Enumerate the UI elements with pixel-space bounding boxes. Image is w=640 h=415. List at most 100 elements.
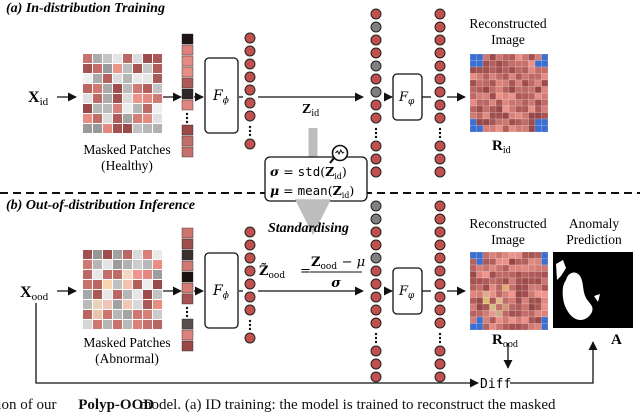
recon-pixel <box>482 258 490 266</box>
recon-pixel <box>541 290 549 298</box>
latent-node <box>434 358 446 370</box>
recon-pixel <box>508 251 516 259</box>
recon-pixel <box>476 316 484 324</box>
recon-pixel <box>515 264 523 272</box>
patch <box>83 84 92 93</box>
recon-pixel <box>469 92 477 100</box>
masked-patches-abnormal <box>83 250 162 329</box>
latent-node <box>370 47 382 59</box>
patch <box>153 74 162 83</box>
recon-pixel <box>476 92 484 100</box>
recon-pixel <box>489 125 497 133</box>
latent-node <box>244 239 256 251</box>
latent-node <box>434 86 446 98</box>
recon-pixel <box>482 323 490 331</box>
latent-node <box>244 226 256 238</box>
token <box>181 99 194 111</box>
latent-node <box>370 358 382 370</box>
patch <box>103 114 112 123</box>
recon-pixel <box>476 125 484 133</box>
ellipsis-dot <box>248 323 252 327</box>
z-tilde-ood: Z̃ood <box>259 263 285 281</box>
recon-pixel <box>508 264 516 272</box>
latent-node <box>434 153 446 165</box>
patch <box>123 270 132 279</box>
encoder-label-bottom: Fϕ <box>212 283 229 301</box>
recon-pixel <box>495 271 503 279</box>
recon-pixel <box>489 53 497 61</box>
ellipsis-dot <box>185 314 189 318</box>
recon-pixel <box>534 53 542 61</box>
latent-node <box>434 166 446 178</box>
recon-pixel <box>528 125 536 133</box>
token <box>181 249 194 261</box>
recon-pixel <box>528 99 536 107</box>
token <box>181 238 194 250</box>
ellipsis-dot <box>374 336 378 340</box>
recon-pixel <box>521 53 529 61</box>
recon-pixel <box>482 73 490 81</box>
patch <box>133 114 142 123</box>
recon-pixel <box>502 92 510 100</box>
latent-node <box>370 265 382 277</box>
patch <box>133 84 142 93</box>
patch <box>103 124 112 133</box>
recon-pixel <box>541 118 549 126</box>
recon-pixel <box>476 112 484 120</box>
recon-pixel <box>482 271 490 279</box>
recon-pixel <box>534 303 542 311</box>
recon-pixel <box>528 86 536 94</box>
latent-node <box>434 265 446 277</box>
ellipsis-dot <box>185 310 189 314</box>
latent-node <box>434 21 446 33</box>
recon-pixel <box>541 303 549 311</box>
recon-pixel <box>482 118 490 126</box>
patch <box>153 260 162 269</box>
recon-pixel <box>541 264 549 272</box>
patch <box>103 270 112 279</box>
patch <box>133 64 142 73</box>
recon-pixel <box>495 264 503 272</box>
recon-pixel <box>495 125 503 133</box>
encoder-block-top <box>204 57 239 134</box>
recon-pixel <box>476 60 484 68</box>
encoder-block-bottom <box>204 252 239 329</box>
recon-pixel <box>502 125 510 133</box>
arrow-diff-to-anomaly <box>510 341 598 384</box>
recon-pixel <box>534 258 542 266</box>
patch <box>153 64 162 73</box>
patch <box>133 310 142 319</box>
masked-node <box>370 60 382 72</box>
latent-node <box>370 239 382 251</box>
recon-pixel <box>521 271 529 279</box>
patch <box>113 84 122 93</box>
recon-pixel <box>495 323 503 331</box>
recon-pixel <box>528 258 536 266</box>
model-name: Polyp-OOD <box>78 397 155 413</box>
patch <box>153 280 162 289</box>
ellipsis-dot <box>438 332 442 336</box>
recon-pixel <box>528 73 536 81</box>
patch <box>103 104 112 113</box>
latent-column-encoder-bottom <box>244 226 256 344</box>
recon-pixel <box>495 316 503 324</box>
standardising-label: Standardising <box>268 221 349 236</box>
patch <box>153 114 162 123</box>
recon-pixel <box>489 271 497 279</box>
latent-node <box>370 304 382 316</box>
patch <box>133 94 142 103</box>
recon-pixel <box>476 297 484 305</box>
patch <box>103 64 112 73</box>
token <box>181 44 194 56</box>
latent-node <box>370 278 382 290</box>
recon-pixel <box>482 264 490 272</box>
recon-pixel <box>534 73 542 81</box>
recon-pixel <box>489 112 497 120</box>
recon-pixel <box>482 284 490 292</box>
recon-pixel <box>482 303 490 311</box>
ellipsis-dot <box>374 135 378 139</box>
recon-pixel <box>469 53 477 61</box>
patch <box>133 74 142 83</box>
reconstructed-label-top: Reconstructed <box>469 16 546 31</box>
recon-pixel <box>541 323 549 331</box>
